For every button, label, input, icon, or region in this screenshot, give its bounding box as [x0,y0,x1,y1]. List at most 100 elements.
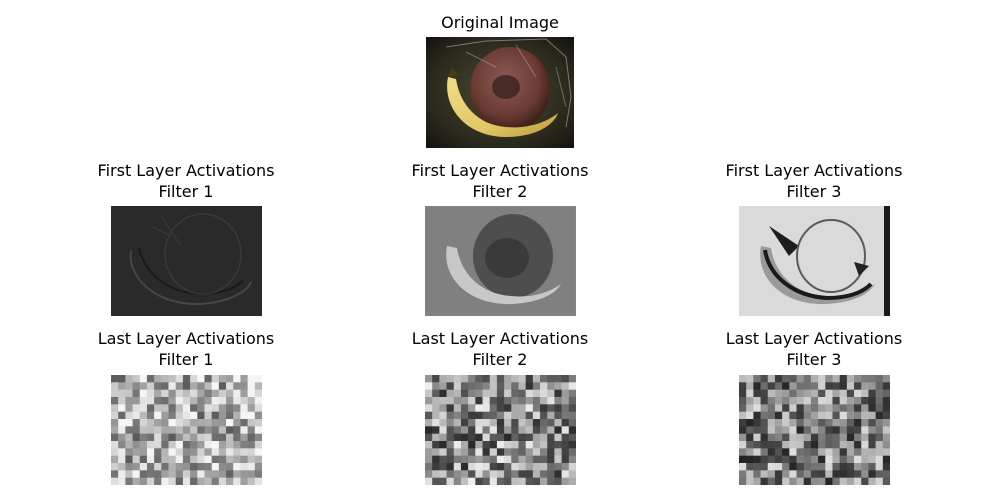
activation-pixel [118,375,126,383]
activation-pixel [446,389,455,398]
activation-pixel [839,419,848,427]
activation-pixel [796,433,805,442]
activation-pixel [226,404,234,413]
activation-pixel [182,463,191,471]
activation-pixel [767,477,776,485]
activation-pixel [746,470,754,479]
activation-pixel [554,389,563,398]
activation-pixel [568,375,576,383]
activation-pixel [511,397,519,405]
activation-pixel [468,419,476,427]
activation-pixel [482,426,491,435]
activation-pixel [247,397,256,405]
activation-pixel [139,470,148,479]
activation-pixel [561,455,570,464]
activation-pixel [118,448,126,457]
activation-pixel [832,477,841,485]
activation-pixel [868,448,877,457]
activation-pixel [425,455,433,464]
activation-pixel [882,441,890,449]
activation-pixel [818,448,826,457]
activation-pixel [175,433,184,442]
activation-pixel [568,382,576,391]
activation-pixel [482,448,491,457]
activation-pixel [489,397,498,405]
activation-pixel [782,411,790,420]
activation-pixel [460,404,469,413]
activation-pixel [146,441,155,449]
activation-pixel [218,441,227,449]
activation-pixel [825,382,833,391]
activation-pixel [146,426,155,435]
activation-pixel [125,389,133,398]
activation-pixel [226,382,234,391]
activation-pixel [825,419,833,427]
activation-pixel [846,375,855,383]
activation-pixel [154,397,162,405]
activation-pixel [818,463,826,471]
activation-pixel [882,426,890,435]
activation-pixel [854,404,862,413]
activation-pixel [168,382,177,391]
activation-pixel [511,455,519,464]
activation-pixel [861,441,869,449]
activation-pixel [111,448,119,457]
activation-pixel [868,382,877,391]
activation-pixel [554,433,563,442]
activation-pixel [561,470,570,479]
activation-pixel [547,470,555,479]
activation-pixel [233,389,241,398]
original-image [426,37,574,148]
activation-pixel [233,470,241,479]
activation-pixel [803,426,812,435]
activation-pixel [774,463,783,471]
activation-pixel [868,455,877,464]
activation-pixel [182,441,191,449]
activation-pixel [739,375,747,383]
activation-pixel [425,477,433,485]
activation-pixel [561,411,570,420]
activation-pixel [125,463,133,471]
activation-pixel [504,463,512,471]
activation-pixel [254,411,262,420]
activation-pixel [547,419,555,427]
activation-pixel [739,382,747,391]
activation-pixel [125,477,133,485]
activation-pixel [161,404,169,413]
activation-pixel [190,382,198,391]
activation-pixel [839,426,848,435]
activation-pixel [125,433,133,442]
activation-pixel [247,433,256,442]
activation-pixel [453,419,462,427]
activation-pixel [146,470,155,479]
activation-pixel [825,397,833,405]
activation-pixel [175,411,184,420]
activation-pixel [868,404,877,413]
activation-pixel [568,477,576,485]
activation-pixel [739,389,747,398]
activation-pixel [547,426,555,435]
activation-pixel [190,455,198,464]
activation-pixel [854,477,862,485]
activation-pixel [154,375,162,383]
activation-pixel [810,397,819,405]
activation-pixel [204,404,213,413]
activation-pixel [432,375,440,383]
activation-pixel [139,389,148,398]
activation-pixel [460,477,469,485]
activation-pixel [446,448,455,457]
activation-pixel [782,419,790,427]
activation-pixel [832,470,841,479]
activation-pixel [226,455,234,464]
activation-pixel [146,397,155,405]
activation-pixel [767,404,776,413]
activation-pixel [532,404,541,413]
activation-pixel [525,433,534,442]
activation-pixel [439,404,447,413]
activation-pixel [460,382,469,391]
activation-pixel [240,419,249,427]
activation-pixel [554,404,563,413]
activation-pixel [868,463,877,471]
activation-pixel [832,411,841,420]
